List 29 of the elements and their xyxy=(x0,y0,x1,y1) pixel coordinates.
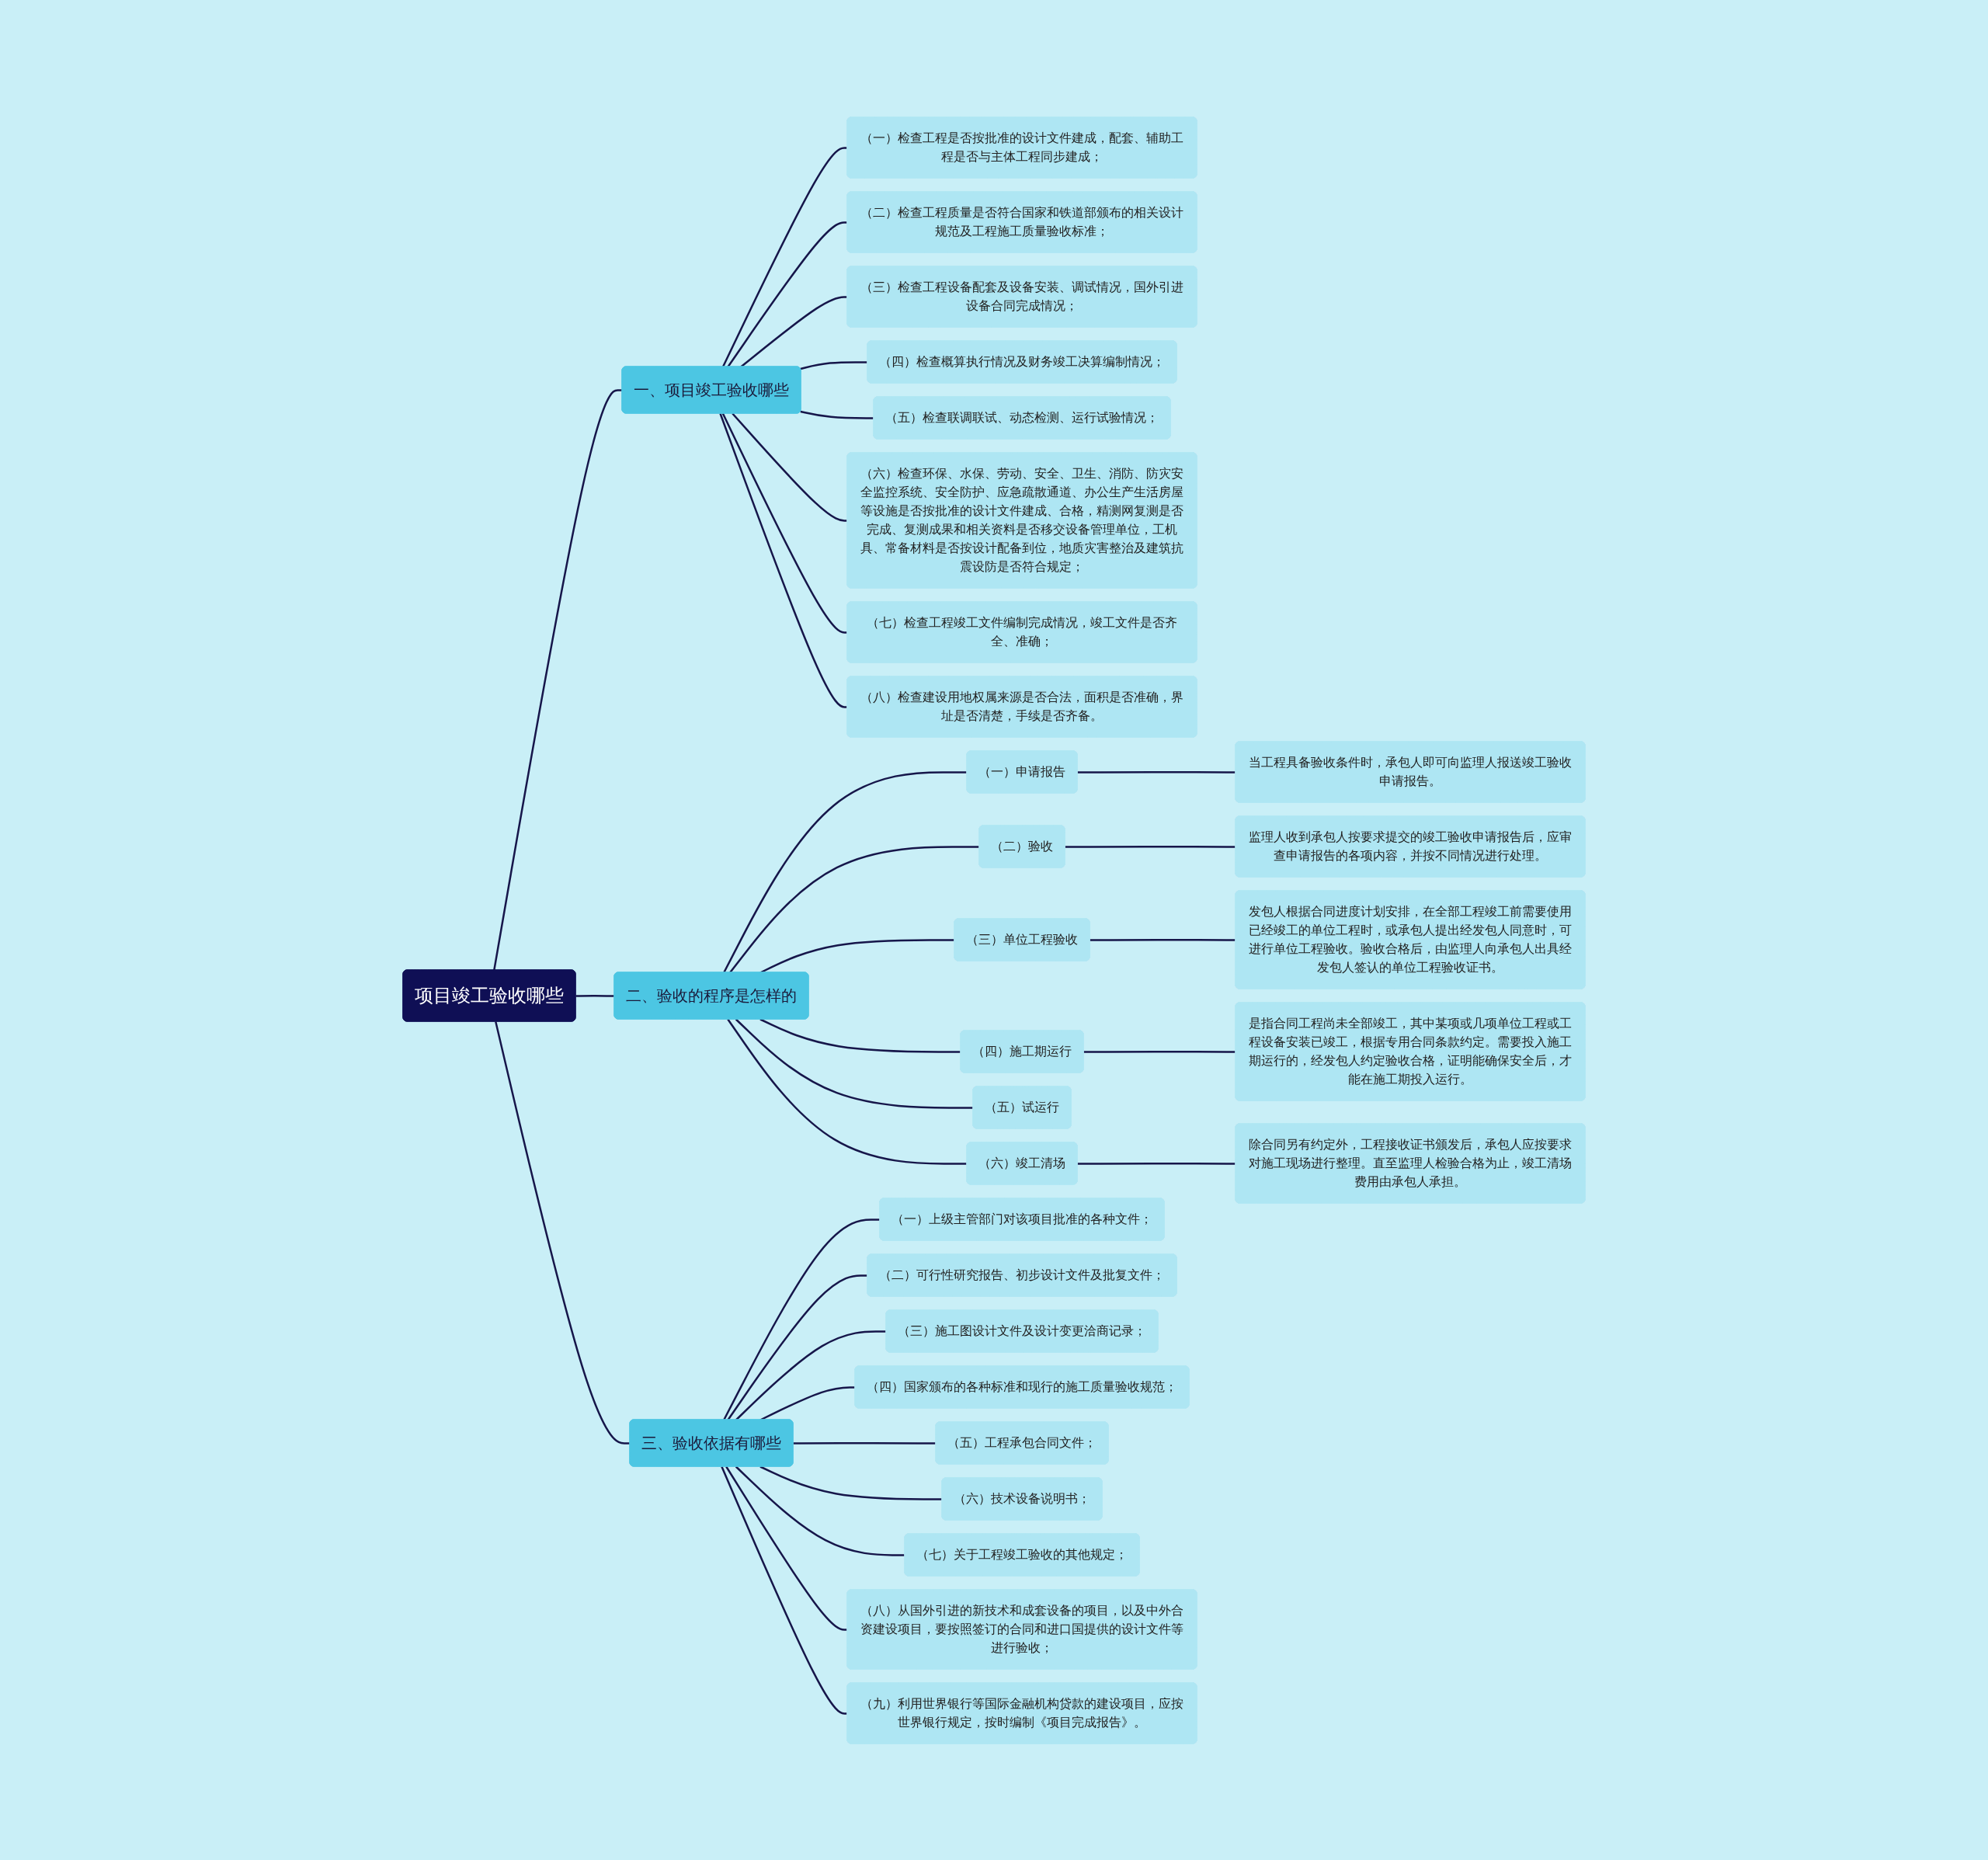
connector xyxy=(719,412,848,708)
connector xyxy=(740,295,848,367)
connector xyxy=(800,360,868,370)
connector xyxy=(575,994,615,997)
connector xyxy=(759,1465,943,1500)
connector xyxy=(721,1465,848,1715)
connector xyxy=(732,412,848,522)
connector xyxy=(1077,1162,1236,1165)
connector xyxy=(759,1017,961,1053)
connector xyxy=(493,388,623,971)
connector xyxy=(721,412,848,634)
connector xyxy=(1083,1050,1236,1053)
connector xyxy=(1090,938,1236,941)
connector xyxy=(735,1330,887,1420)
connector xyxy=(728,845,980,973)
connector xyxy=(727,221,848,367)
connector xyxy=(735,1018,974,1109)
connector xyxy=(723,1218,881,1420)
connector xyxy=(727,1018,968,1165)
connector xyxy=(800,410,874,419)
connector xyxy=(723,770,968,973)
connector xyxy=(1077,770,1236,774)
connector xyxy=(495,1020,631,1445)
connector xyxy=(735,1465,905,1556)
connector xyxy=(727,1274,868,1420)
connector xyxy=(721,146,848,367)
connector xyxy=(793,1441,937,1445)
connector xyxy=(1065,845,1236,848)
connector xyxy=(725,1465,848,1631)
